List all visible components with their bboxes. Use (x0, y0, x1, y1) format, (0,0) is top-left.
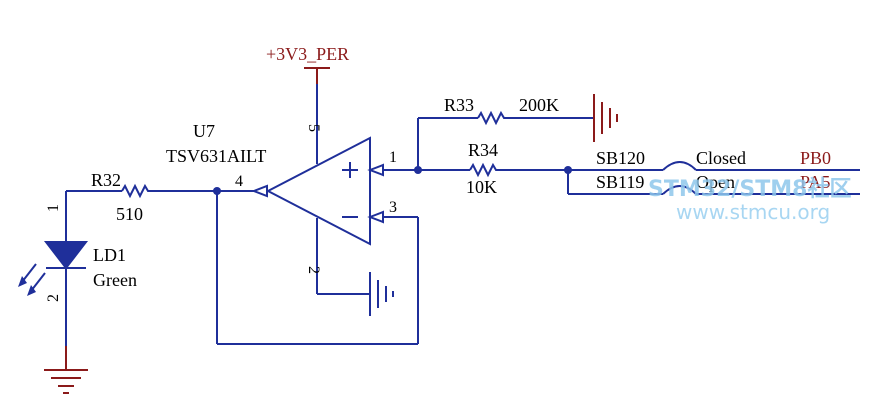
sb119-state: Open (696, 172, 735, 192)
led-pin-2: 2 (45, 294, 62, 302)
opamp-ref: U7 (193, 121, 215, 141)
sb119-ref: SB119 (596, 172, 644, 192)
r32-ref: R32 (91, 170, 121, 190)
opamp-u7 (251, 84, 384, 295)
opamp-pin-plus: 1 (389, 149, 397, 166)
resistor-r34 (469, 160, 510, 180)
r33-ref: R33 (444, 95, 474, 115)
resistor-r32 (65, 183, 150, 234)
opamp-part: TSV631AILT (166, 146, 266, 166)
net-pa5: PA5 (800, 172, 830, 192)
opamp-pin-vcc: 5 (305, 124, 322, 132)
r33-value: 200K (519, 95, 559, 115)
opamp-pin-minus: 3 (389, 199, 397, 216)
vcc-power-port (304, 67, 330, 84)
r34-ref: R34 (468, 140, 498, 160)
led-pin-1: 1 (45, 204, 62, 212)
led-color: Green (93, 270, 137, 290)
watermark-line1: STM32/STM8社区 (648, 176, 851, 202)
r33-ground-symbol (593, 94, 618, 142)
sb120-ref: SB120 (596, 148, 645, 168)
vcc-label: +3V3_PER (266, 44, 349, 64)
feedback-wire (150, 187, 419, 345)
led-ground-symbol (44, 346, 88, 394)
led-ld1 (18, 234, 89, 346)
led-ref: LD1 (93, 245, 126, 265)
solder-bridges (564, 161, 860, 195)
net-pb0: PB0 (800, 148, 831, 168)
r34-value: 10K (466, 177, 497, 197)
sb120-state: Closed (696, 148, 746, 168)
r32-value: 510 (116, 204, 143, 224)
opamp-ground-symbol (348, 272, 394, 316)
watermark-line2: www.stmcu.org (676, 200, 830, 224)
opamp-pin-out: 4 (235, 173, 243, 190)
opamp-pin-gnd: 2 (305, 266, 322, 274)
